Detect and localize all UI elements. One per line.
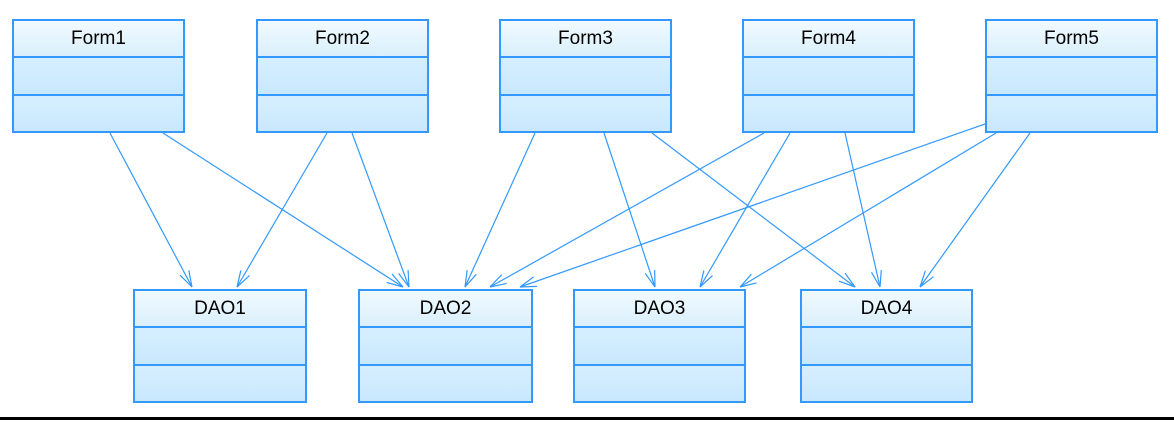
edge-form5-to-dao2 xyxy=(519,123,986,288)
uml-class-name: DAO2 xyxy=(360,291,531,328)
uml-operations-compartment xyxy=(744,95,913,131)
uml-class-name: Form3 xyxy=(501,21,670,58)
uml-class-form2[interactable]: Form2 xyxy=(256,19,429,133)
uml-operations-compartment xyxy=(360,365,531,401)
edge-form1-to-dao2 xyxy=(162,132,404,288)
uml-attributes-compartment xyxy=(744,58,913,96)
uml-class-form4[interactable]: Form4 xyxy=(742,19,915,133)
uml-attributes-compartment xyxy=(575,328,744,366)
edge-form5-to-dao3 xyxy=(739,132,997,288)
uml-class-dao4[interactable]: DAO4 xyxy=(800,289,973,403)
edge-form3-to-dao3 xyxy=(603,132,656,288)
uml-attributes-compartment xyxy=(501,58,670,96)
uml-attributes-compartment xyxy=(135,328,305,366)
uml-class-name: DAO3 xyxy=(575,291,744,328)
edge-form2-to-dao1 xyxy=(236,132,328,288)
uml-operations-compartment xyxy=(987,95,1156,131)
edge-form2-to-dao2 xyxy=(351,132,410,288)
uml-class-name: Form1 xyxy=(14,21,183,58)
uml-operations-compartment xyxy=(135,365,305,401)
uml-class-name: DAO4 xyxy=(802,291,971,328)
uml-attributes-compartment xyxy=(987,58,1156,96)
edge-form4-to-dao3 xyxy=(699,132,791,288)
uml-class-name: DAO1 xyxy=(135,291,305,328)
uml-attributes-compartment xyxy=(802,328,971,366)
uml-attributes-compartment xyxy=(360,328,531,366)
uml-operations-compartment xyxy=(14,95,183,131)
baseline-rule xyxy=(0,417,1174,420)
uml-class-form5[interactable]: Form5 xyxy=(985,19,1158,133)
uml-operations-compartment xyxy=(575,365,744,401)
uml-class-form3[interactable]: Form3 xyxy=(499,19,672,133)
edge-form1-to-dao1 xyxy=(109,132,193,288)
uml-class-form1[interactable]: Form1 xyxy=(12,19,185,133)
uml-attributes-compartment xyxy=(14,58,183,96)
edge-form3-to-dao4 xyxy=(651,132,856,288)
edge-form4-to-dao4 xyxy=(844,132,882,288)
edge-form4-to-dao2 xyxy=(489,132,765,288)
edge-form3-to-dao2 xyxy=(464,132,536,288)
uml-operations-compartment xyxy=(802,365,971,401)
edge-form5-to-dao4 xyxy=(919,132,1031,288)
uml-operations-compartment xyxy=(258,95,427,131)
uml-operations-compartment xyxy=(501,95,670,131)
uml-class-dao1[interactable]: DAO1 xyxy=(133,289,307,403)
uml-attributes-compartment xyxy=(258,58,427,96)
uml-class-name: Form4 xyxy=(744,21,913,58)
uml-class-dao3[interactable]: DAO3 xyxy=(573,289,746,403)
uml-class-name: Form5 xyxy=(987,21,1156,58)
uml-class-name: Form2 xyxy=(258,21,427,58)
uml-class-dao2[interactable]: DAO2 xyxy=(358,289,533,403)
